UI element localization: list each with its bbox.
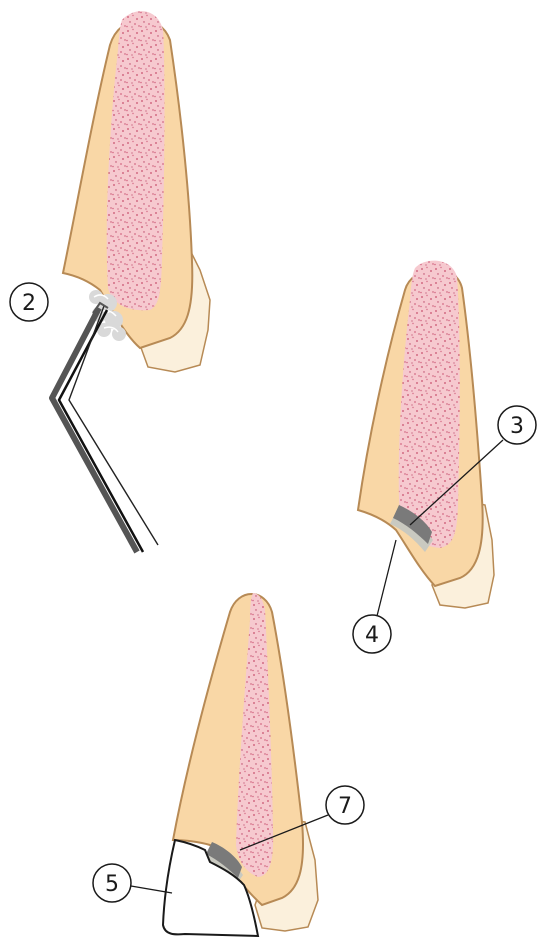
tooth-3 [163,593,318,936]
callout-5: 5 [93,864,172,902]
callout-2-label: 2 [22,291,36,316]
callout-4: 4 [353,540,396,653]
callout-3-label: 3 [510,414,524,439]
tooth-2 [358,261,494,608]
tooth-1 [63,11,210,372]
callout-7-label: 7 [338,794,352,819]
callout-4-label: 4 [365,623,379,648]
callout-2: 2 [10,283,48,321]
callout-5-label: 5 [105,872,119,897]
